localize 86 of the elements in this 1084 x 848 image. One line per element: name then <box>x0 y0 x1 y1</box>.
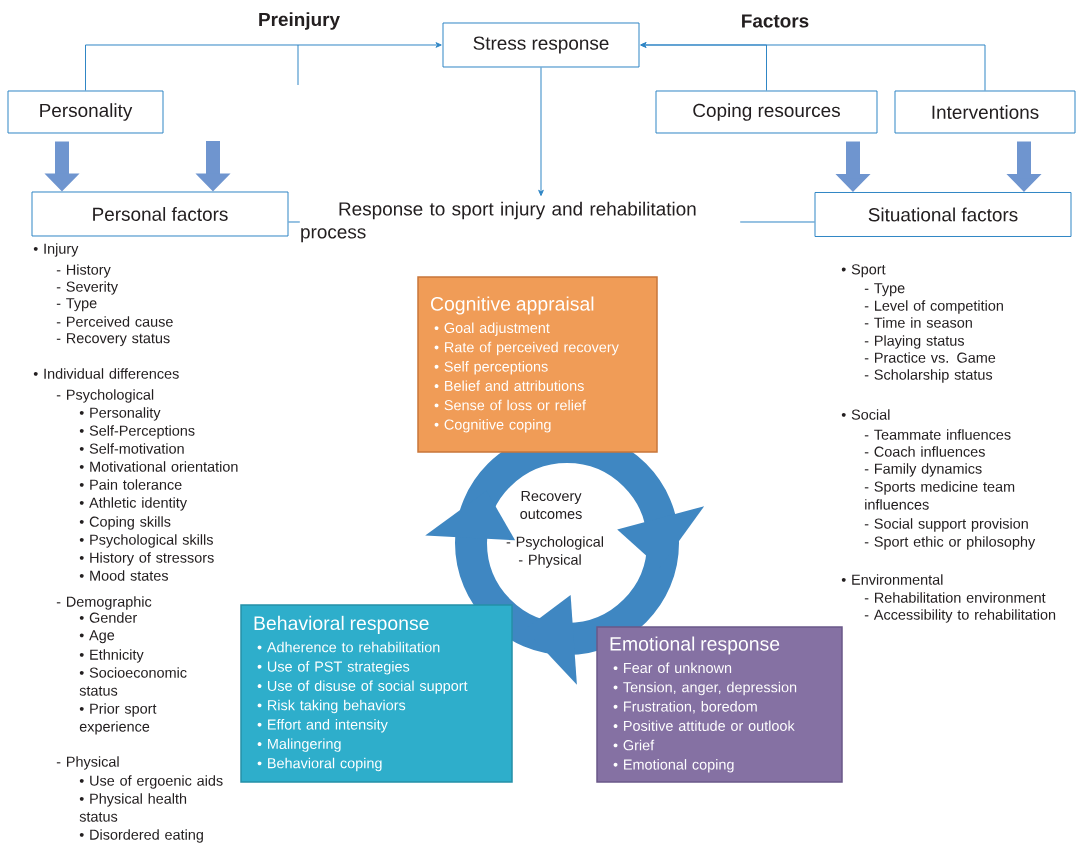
list-item: - Social support provision <box>864 518 1028 532</box>
list-item: • Self-motivation <box>79 443 184 454</box>
list-item: • Pain tolerance <box>79 479 182 490</box>
list-item: • Athletic identity <box>79 497 187 511</box>
process-box: Stress response <box>442 22 640 68</box>
list-item: • Social <box>841 409 890 420</box>
arrow <box>85 42 442 91</box>
section-heading: Factors <box>742 14 809 28</box>
list-item: • Use of PST strategies <box>257 661 410 675</box>
list-item: • Goal adjustment <box>434 322 550 336</box>
process-box: Coping resources <box>655 90 878 134</box>
list-item: • Disordered eating <box>79 829 203 843</box>
list-item: • Individual differences <box>33 368 179 379</box>
list-item: - Sports medicine team influences <box>864 481 1015 510</box>
list-item: - Coach influences <box>864 446 985 457</box>
list-item: • Psychological skills <box>79 534 213 548</box>
list-item: - Type <box>864 283 905 297</box>
list-item: • Ethnicity <box>79 649 144 663</box>
list-item: • Grief <box>613 739 655 751</box>
list-item: - Perceived cause <box>56 316 173 327</box>
panel-heading: Emotional response <box>610 636 780 655</box>
connector-line <box>739 221 815 223</box>
list-item: • Sport <box>841 264 886 278</box>
list-item: - History <box>56 264 111 278</box>
list-item: - Recovery status <box>56 333 170 347</box>
list-item: • Prior sport experience <box>79 703 157 735</box>
list-item: • History of stressors <box>79 552 214 566</box>
process-box: Interventions <box>894 90 1076 134</box>
panel-heading: Cognitive appraisal <box>431 296 594 315</box>
list-item: • Sense of loss or relief <box>434 399 586 411</box>
list-item: • Adherence to rehabilitation <box>257 641 440 653</box>
arrow <box>640 42 986 91</box>
list-item: • Environmental <box>841 574 943 585</box>
list-item: • Use of disuse of social support <box>257 680 468 694</box>
outcome-text: Recovery outcomes <box>520 491 582 519</box>
list-item: • Positive attitude or outlook <box>613 720 795 731</box>
list-item: - Physical <box>56 756 119 770</box>
list-item: - Psychological <box>56 389 154 403</box>
list-item: • Personality <box>79 407 161 421</box>
list-item: • Coping skills <box>79 516 171 530</box>
section-heading: Preinjury <box>259 12 340 30</box>
list-item: • Use of ergoenic aids <box>79 775 223 789</box>
list-item: • Fear of unknown <box>613 662 732 673</box>
list-item: • Physical health status <box>79 793 187 822</box>
list-item: • Gender <box>79 612 137 623</box>
list-item: • Mood states <box>79 570 169 581</box>
list-item: • Self perceptions <box>434 361 548 375</box>
list-item: • Self-Perceptions <box>79 425 195 439</box>
list-item: • Malingering <box>257 738 341 752</box>
process-box: Personal factors <box>31 191 289 237</box>
list-item: • Rate of perceived recovery <box>434 341 619 356</box>
outcome-text: - Physical <box>518 554 581 568</box>
list-item: - Type <box>56 298 97 312</box>
list-item: - Sport ethic or philosophy <box>864 536 1036 550</box>
process-box: Personality <box>7 90 164 134</box>
list-item: - Scholarship status <box>864 369 993 383</box>
list-item: - Level of competition <box>864 300 1003 314</box>
panel-heading: Behavioral response <box>254 615 429 634</box>
list-item: • Cognitive coping <box>434 419 551 433</box>
list-item: • Age <box>79 630 115 644</box>
response-panel <box>596 626 843 783</box>
list-item: • Tension, anger, depression <box>613 681 797 696</box>
outcome-text: - Psychological <box>506 536 603 550</box>
connector-line <box>288 221 301 223</box>
list-item: • Frustration, boredom <box>613 701 757 714</box>
list-item: - Playing status <box>864 335 964 349</box>
list-item: • Effort and intensity <box>257 719 388 733</box>
list-item: - Family dynamics <box>864 463 982 477</box>
list-item: - Teammate influences <box>864 429 1011 440</box>
list-item: - Time in season <box>864 317 972 328</box>
list-item: • Behavioral coping <box>257 757 382 772</box>
response-panel <box>417 276 658 453</box>
process-text: Response to sport injury and rehabilitation process <box>301 201 696 243</box>
list-item: • Emotional coping <box>613 759 734 773</box>
arrow <box>538 67 544 197</box>
list-item: - Rehabilitation environment <box>864 592 1046 603</box>
list-item: - Accessibility to rehabilitation <box>864 609 1056 623</box>
list-item: - Severity <box>56 281 118 295</box>
list-item: • Risk taking behaviors <box>257 699 406 714</box>
list-item: • Motivational orientation <box>79 461 238 472</box>
list-item: • Belief and attributions <box>434 380 584 391</box>
list-item: - Demographic <box>56 596 152 610</box>
list-item: - Practice vs. Game <box>864 352 996 363</box>
list-item: • Socioeconomic status <box>79 667 187 696</box>
process-box: Situational factors <box>814 192 1072 237</box>
response-panel <box>240 604 513 783</box>
